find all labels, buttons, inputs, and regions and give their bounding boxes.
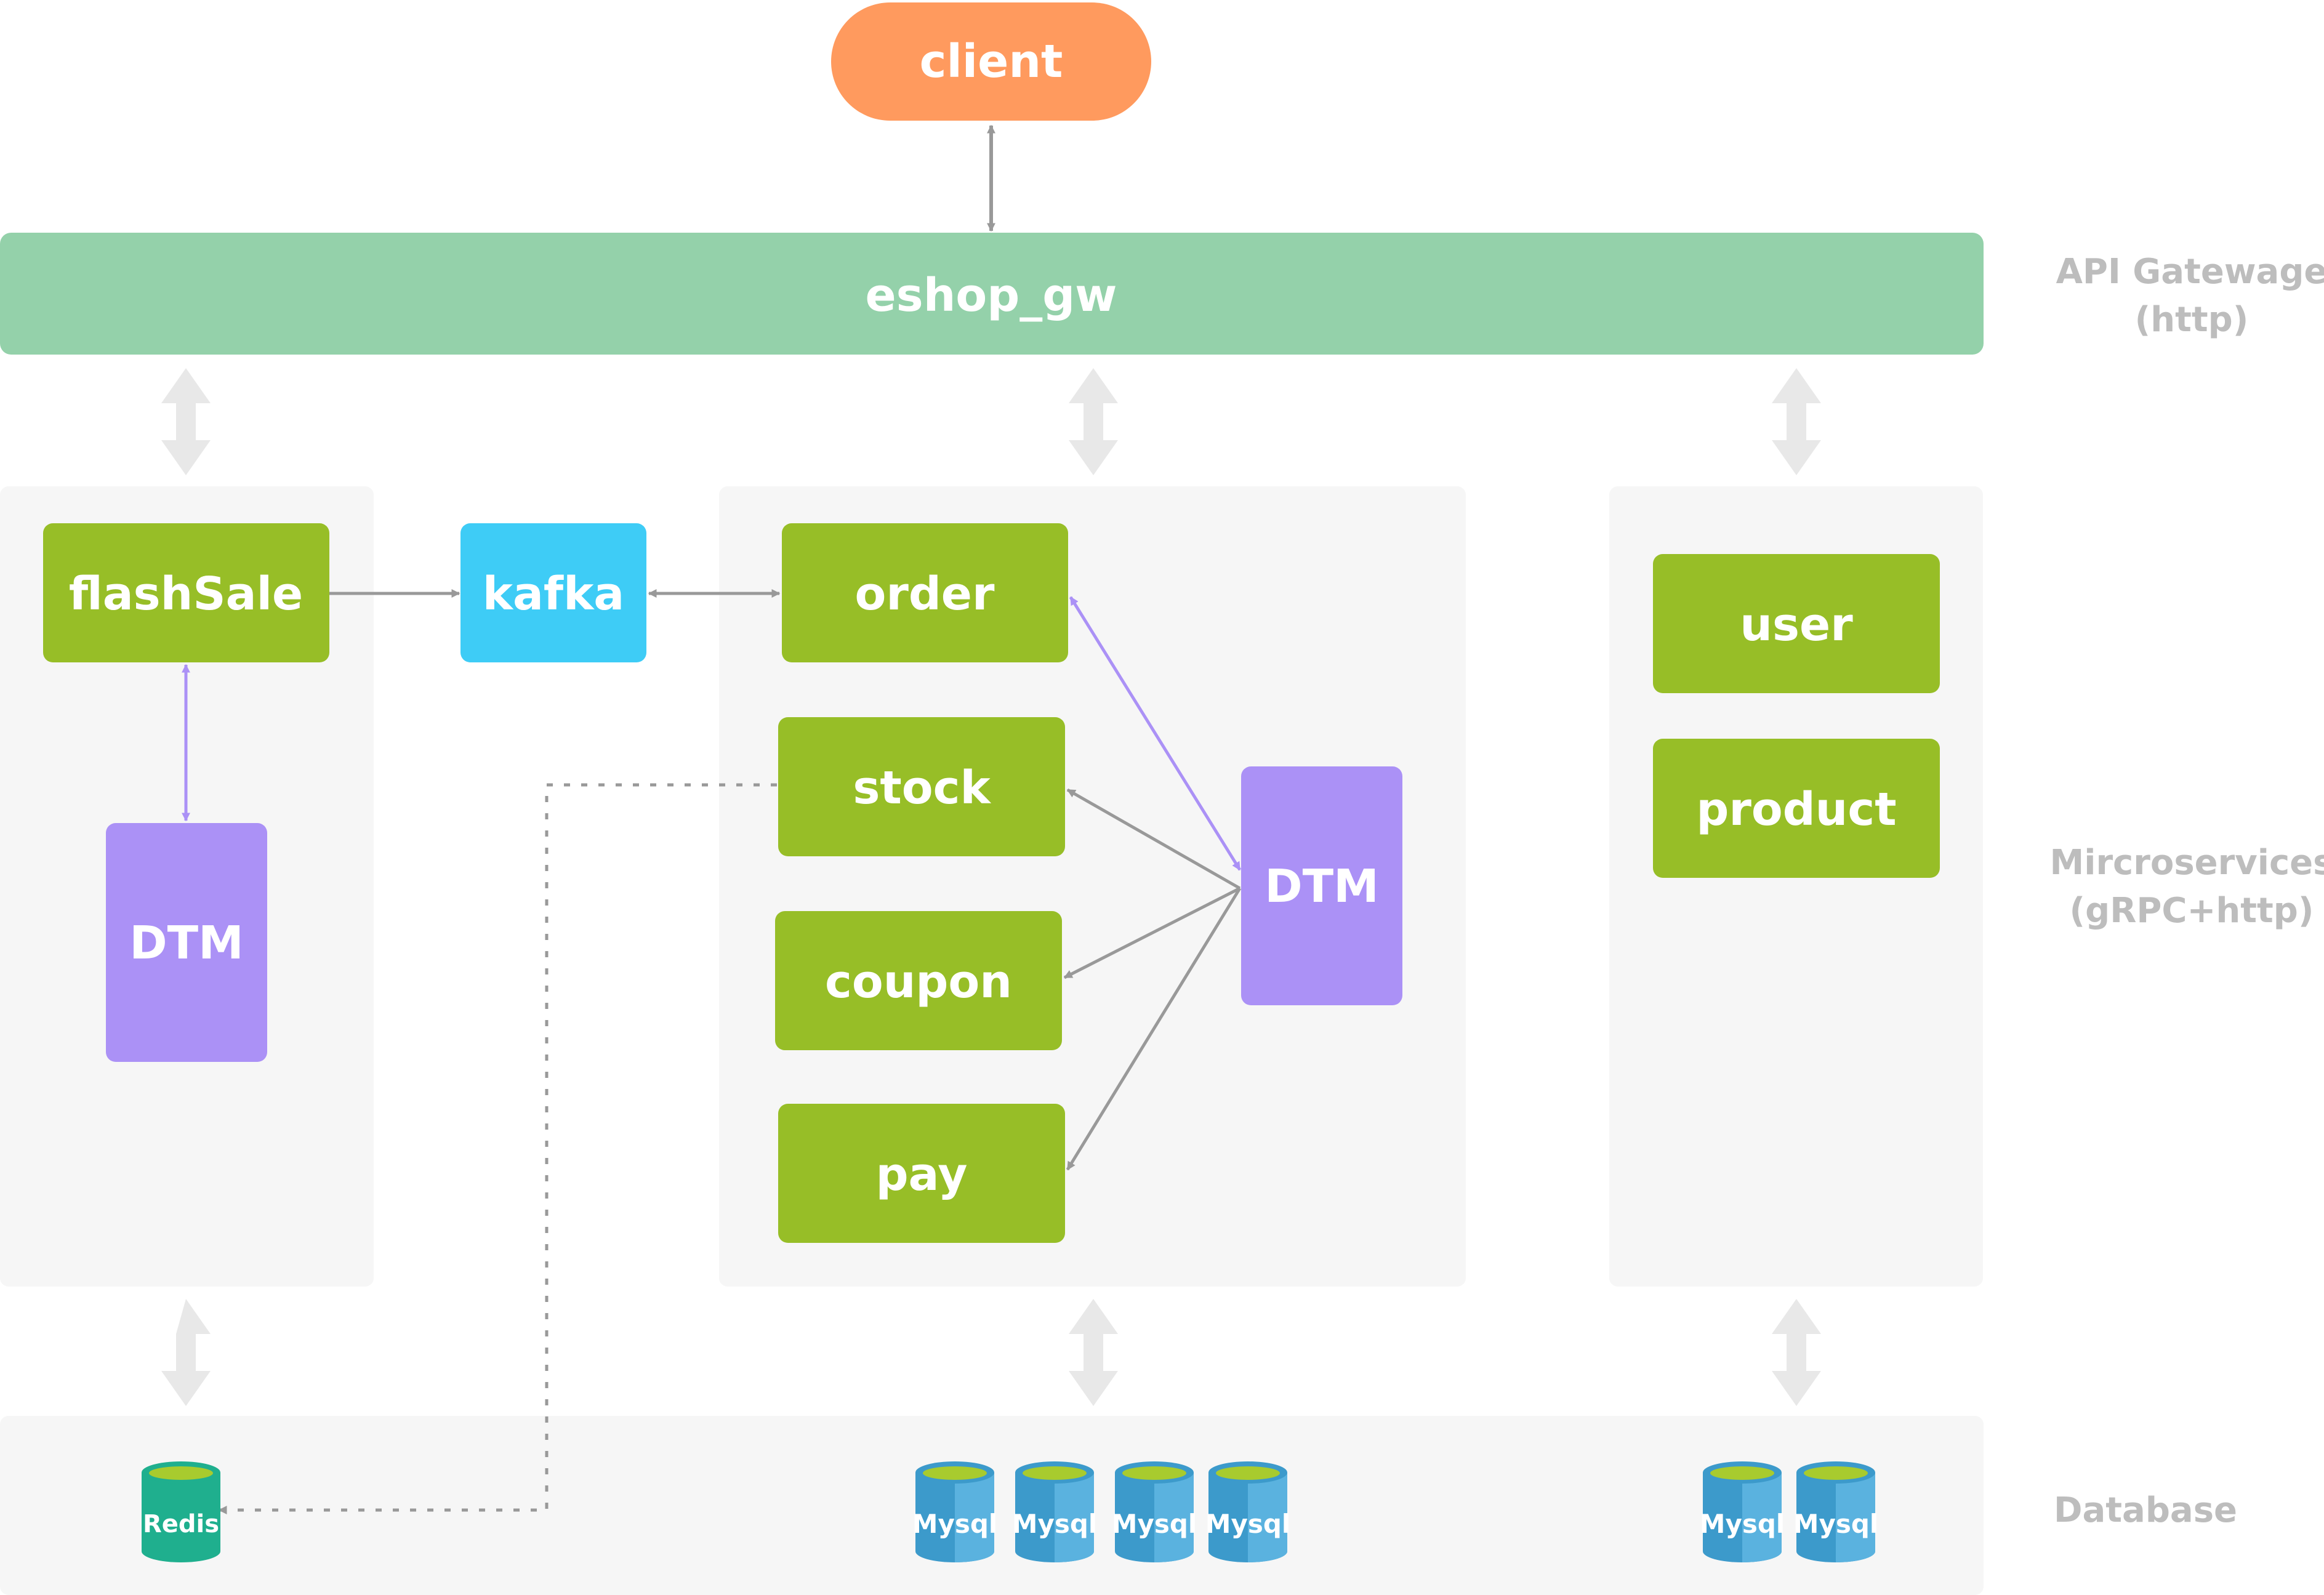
dtm-to-stock-arrow [1066, 788, 1241, 890]
mysql-label: Mysql [1700, 1509, 1785, 1539]
mysql-db-icon: Mysql [1112, 1461, 1197, 1562]
layer-arrow-gw-left [161, 368, 211, 475]
layer-arrow-gw-mid [1069, 368, 1118, 475]
dtm-to-pay-arrow [1066, 887, 1242, 1171]
coupon-label: coupon [825, 955, 1012, 1008]
layer-arrows [161, 368, 1821, 1406]
mysql-db-icon: Mysql [1700, 1461, 1785, 1562]
layer-arrow-db-mid [1069, 1299, 1118, 1406]
mysql-db-icon: Mysql [1205, 1461, 1291, 1562]
kafka-label: kafka [483, 568, 625, 621]
mysql-label: Mysql [1793, 1509, 1879, 1539]
connections [182, 589, 1242, 1514]
redis-db-icon: Redis [142, 1461, 220, 1562]
layer-labels: API Gatewage (http) Mircroservices (gRPC… [2050, 252, 2324, 1530]
gateway-node: eshop_gw [0, 233, 1984, 355]
kafka-node: kafka [460, 523, 646, 662]
layer-label-gateway-2: (http) [2135, 300, 2249, 340]
database-nodes: Redis Mysql Mysql Mysql [142, 1461, 1878, 1562]
layer-label-database: Database [2054, 1490, 2237, 1530]
layer-arrow-gw-right [1772, 368, 1821, 475]
order-node: order [782, 523, 1068, 662]
gateway-label: eshop_gw [865, 269, 1117, 322]
stock-label: stock [853, 761, 991, 814]
layer-label-services-2: (gRPC+http) [2070, 891, 2314, 931]
user-label: user [1740, 598, 1853, 651]
client-node: client [831, 2, 1151, 121]
mysql-db-icon: Mysql [1793, 1461, 1879, 1562]
dtm-left-node: DTM [106, 823, 267, 1062]
flashsale-label: flashSale [69, 568, 303, 621]
layer-label-gateway-1: API Gatewage [2056, 252, 2324, 292]
product-label: product [1696, 783, 1896, 836]
mysql-label: Mysql [1112, 1509, 1197, 1539]
pay-node: pay [778, 1104, 1065, 1243]
order-dtm-arrow [1069, 596, 1242, 871]
flashsale-node: flashSale [43, 523, 329, 662]
mysql-label: Mysql [912, 1509, 998, 1539]
layer-arrow-db-left [161, 1299, 211, 1406]
panel-order-group [719, 486, 1466, 1287]
dtm-right-label: DTM [1265, 860, 1379, 913]
dtm-right-node: DTM [1241, 766, 1402, 1005]
mysql-label: Mysql [1205, 1509, 1291, 1539]
layer-label-services-1: Mircroservices [2050, 843, 2324, 883]
product-node: product [1653, 739, 1940, 878]
layer-arrow-db-right [1772, 1299, 1821, 1406]
dtm-left-label: DTM [129, 917, 244, 970]
service-nodes: flashSale kafka order stock coupon pay u… [43, 523, 1940, 1243]
mysql-db-icon: Mysql [1012, 1461, 1098, 1562]
pay-label: pay [876, 1148, 968, 1201]
client-label: client [920, 35, 1063, 88]
mysql-label: Mysql [1012, 1509, 1098, 1539]
coupon-node: coupon [775, 911, 1062, 1050]
stock-node: stock [778, 717, 1065, 856]
redis-label: Redis [143, 1510, 219, 1538]
user-node: user [1653, 554, 1940, 693]
mysql-db-icon: Mysql [912, 1461, 998, 1562]
order-label: order [855, 568, 995, 621]
dtm-to-coupon-arrow [1063, 886, 1241, 979]
